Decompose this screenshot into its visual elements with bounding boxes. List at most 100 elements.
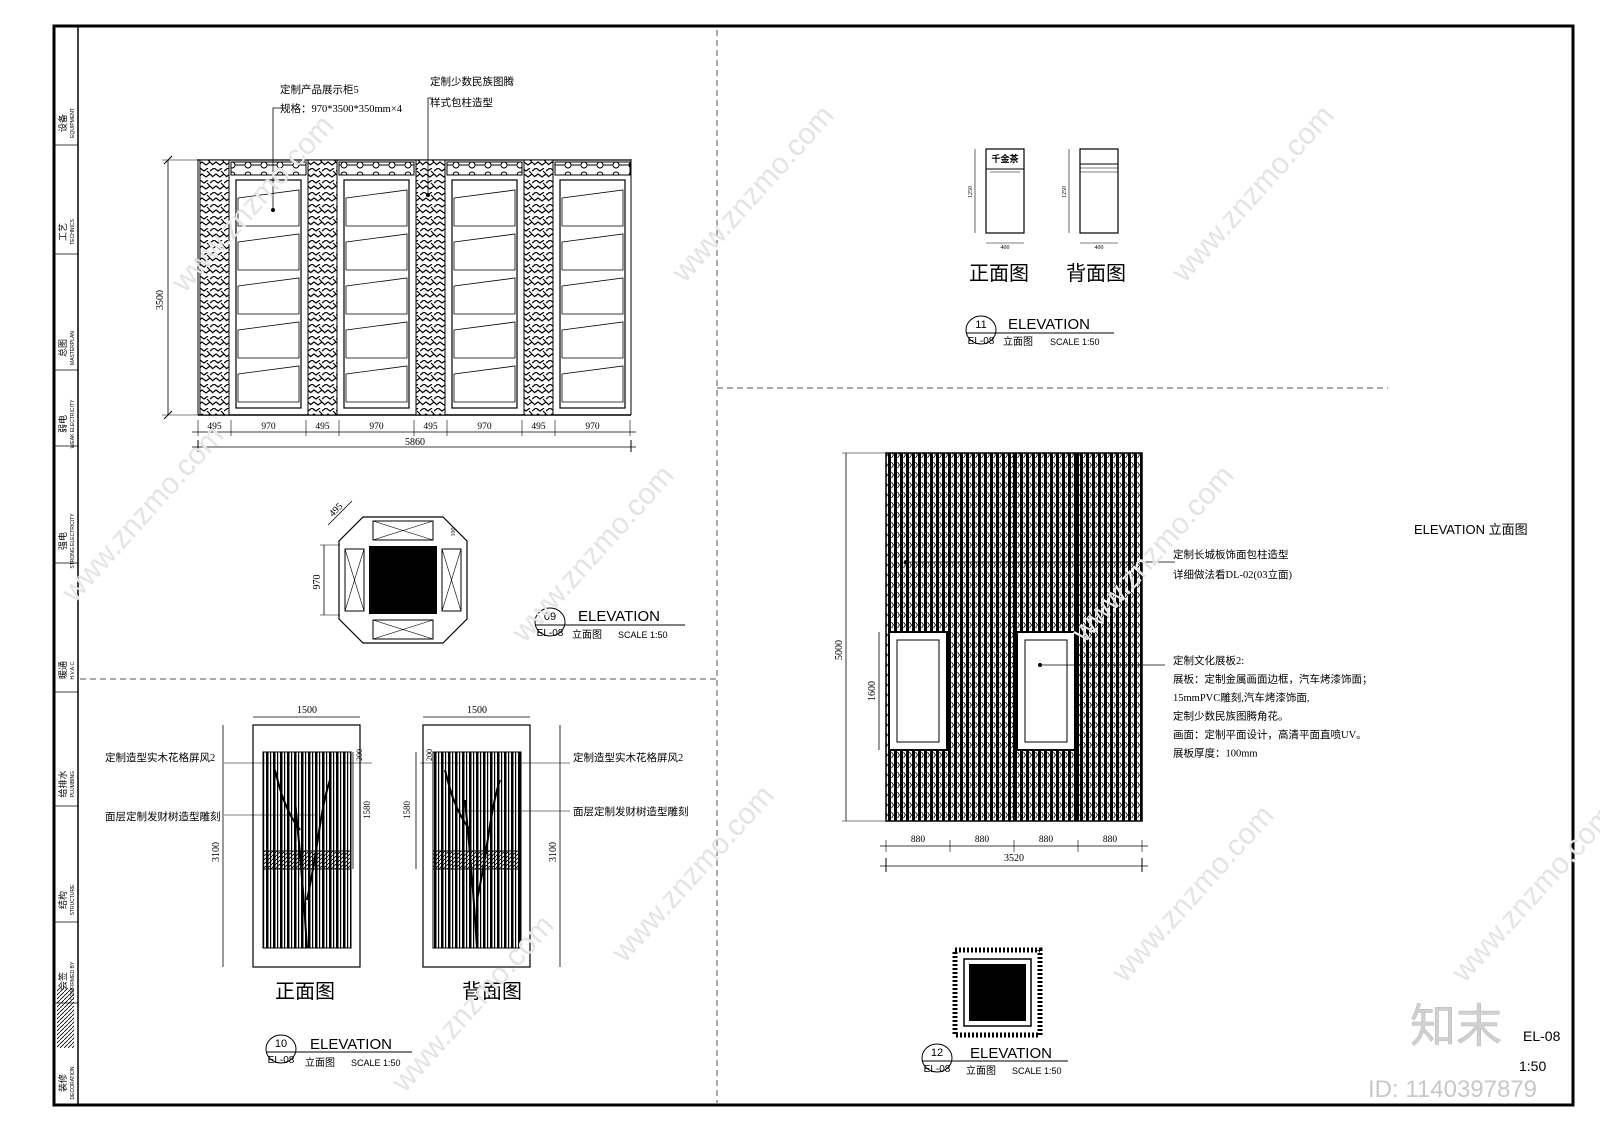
wall-width-dim: 880 (975, 835, 990, 845)
plan-dim-970: 970 (312, 575, 323, 590)
sidebar-cell-en: STRUCTURE (70, 884, 76, 915)
brand-watermark: 知末 (1410, 1000, 1502, 1052)
sidebar-cell-en: H.V.A.C. (70, 661, 76, 680)
sidebar-cell-cn: 弱电 (57, 415, 68, 433)
label-10-title: ELEVATION (310, 1036, 392, 1053)
sign-h-dim-back: 1250 (1062, 186, 1068, 198)
sidebar-cell-en: WEAK ELECTRICITY (70, 399, 76, 448)
tree-note-front: 面层定制发财树造型雕刻 (105, 810, 221, 823)
sheet-title: ELEVATION 立面图 (1414, 522, 1528, 537)
sign-h-dim-front: 1250 (968, 186, 974, 198)
confirmed-hatch (57, 988, 74, 1048)
screen-front-caption: 正面图 (275, 981, 335, 1003)
cabinet-total-dim: 5860 (405, 437, 425, 448)
screen-mid-front: 1580 (362, 801, 372, 820)
watermark-text: www.znzmo.com (1105, 799, 1281, 989)
label-10-num: 10 (275, 1038, 287, 1050)
sign-stand-elevation: 千金茶 1250 1250 400 400 正面图 背面图 (968, 148, 1126, 285)
sidebar-cell-en: STRONG ELECTRICITY (70, 513, 76, 569)
board-note-line: 展板：定制金属画面边框，汽车烤漆饰面； (1173, 673, 1373, 686)
label-11-sub: 立面图 (1003, 335, 1033, 348)
screen-elevation: 1500 1500 3100 3100 1580 1580 200 200 定制… (105, 705, 689, 1003)
sidebar-cell-cn: 给排水 (57, 770, 68, 797)
label-09-num: 09 (544, 611, 556, 623)
display-cabinet (230, 161, 307, 409)
wall-width-dim: 880 (1103, 835, 1118, 845)
culture-board-notes: 定制文化展板2: 展板：定制金属画面边框，汽车烤漆饰面； 15mmPVC雕刻,汽车烤… (1173, 654, 1373, 760)
board-note-line: 定制文化展板2: (1173, 654, 1244, 667)
wall-note-1: 定制长城板饰面包柱造型 (1173, 548, 1289, 561)
plan-view-09: 970 495 100 (312, 500, 468, 644)
label-12: 12 EL-08 ELEVATION 立面图 SCALE 1:50 (921, 1043, 1068, 1077)
watermark-text: www.znzmo.com (55, 419, 231, 609)
sidebar-cell-en: CONFIRMED BY (70, 961, 76, 1000)
sidebar-cell-cn: 暖通 (57, 661, 68, 679)
plan-view-12 (952, 947, 1043, 1038)
sheet-scale: 1:50 (1519, 1058, 1546, 1074)
cabinet-width-dim: 970 (585, 422, 600, 432)
board-note-line: 15mmPVC雕刻,汽车烤漆饰面, (1173, 691, 1310, 704)
label-09-ref: EL-08 (537, 628, 564, 639)
sign-text: 千金茶 (991, 153, 1019, 164)
plan-dim-495: 495 (327, 501, 345, 519)
sidebar-cell-en: DECORATION (70, 1066, 76, 1099)
label-09-sub: 立面图 (572, 628, 602, 641)
totem-pillar (523, 159, 554, 416)
label-10-ref: EL-08 (268, 1055, 295, 1066)
screen-width-front: 1500 (297, 705, 317, 716)
sidebar-cell-en: TECHNICS (70, 219, 76, 245)
label-10-scale: SCALE 1:50 (351, 1058, 401, 1068)
watermark-text: www.znzmo.com (1445, 799, 1600, 989)
totem-pillar (415, 159, 446, 416)
board-note-line: 画面：定制平面设计，高清平面直喷UV。 (1173, 728, 1367, 741)
display-cabinet (446, 161, 523, 409)
cabinet-width-dim: 495 (531, 422, 546, 432)
sheet-border-outer (52, 24, 1575, 1107)
label-11: 11 EL-08 ELEVATION 立面图 SCALE 1:50 (965, 315, 1114, 348)
cabinet-note-1b: 规格：970*3500*350mm×4 (280, 102, 403, 115)
screen-back-caption: 背面图 (462, 980, 522, 1003)
label-12-num: 12 (931, 1047, 943, 1059)
label-10: 10 EL-08 ELEVATION 立面图 SCALE 1:50 (265, 1034, 412, 1069)
label-11-num: 11 (975, 319, 986, 331)
screen-mid-back: 1580 (402, 801, 412, 820)
sign-w-dim-back: 400 (1095, 245, 1104, 251)
cabinet-note-1: 定制产品展示柜5 (280, 83, 359, 96)
label-09-scale: SCALE 1:50 (618, 630, 668, 640)
screen-top-back: 200 (425, 749, 434, 761)
totem-pillar (199, 159, 230, 416)
label-12-title: ELEVATION (970, 1045, 1052, 1062)
sidebar-cell-cn: 总图 (57, 339, 68, 357)
sheet-code: EL-08 (1523, 1028, 1561, 1044)
board-note-line: 定制少数民族图腾角花。 (1173, 710, 1289, 723)
screen-height-front: 3100 (211, 842, 222, 862)
display-cabinet (554, 161, 631, 409)
cabinet-height-dim: 3500 (155, 290, 166, 310)
sign-w-dim-front: 400 (1001, 245, 1010, 251)
watermark-text: www.znzmo.com (1165, 99, 1341, 289)
screen-note-back: 定制造型实木花格屏风2 (573, 751, 683, 764)
cabinet-width-dim: 495 (315, 422, 330, 432)
id-watermark: ID: 1140397879 (1368, 1076, 1537, 1103)
cabinet-width-dim: 495 (207, 422, 222, 432)
cabinet-width-dim: 495 (423, 422, 438, 432)
cabinet-note-2b: 样式包柱造型 (430, 96, 493, 109)
plan-dim-100: 100 (451, 528, 457, 537)
sidebar-cell-cn: 强电 (57, 532, 68, 550)
label-12-ref: EL-08 (924, 1064, 951, 1075)
sidebar-cell-en: EQUIPMENT (70, 108, 76, 138)
sidebar-cell-cn: 会签 (57, 972, 68, 990)
site-watermarks: www.znzmo.com www.znzmo.com www.znzmo.com w… (55, 99, 1600, 1099)
wall-width-dim: 880 (1039, 835, 1054, 845)
